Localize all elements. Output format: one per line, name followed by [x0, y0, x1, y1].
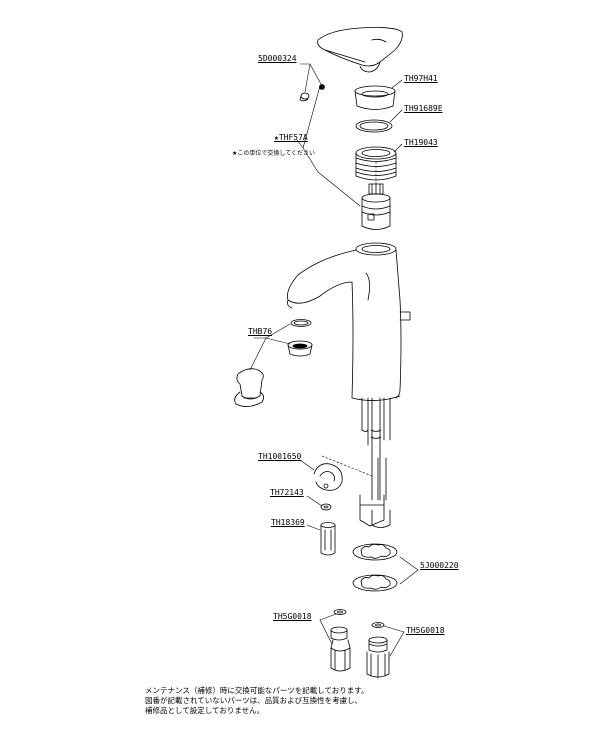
o-ring [355, 119, 393, 133]
clip [313, 463, 343, 491]
hose-fitting-left [330, 609, 351, 672]
part-label-th72143: TH72143 [270, 488, 304, 497]
set-screw [299, 84, 325, 102]
part-label-th5g0018-right: TH5G0018 [406, 626, 445, 635]
part-label-th5g0018-left: TH5G0018 [273, 612, 312, 621]
part-label-thf57a: ★THF57A [274, 133, 308, 142]
sleeve [320, 522, 336, 556]
part-label-th18369: TH18369 [271, 518, 305, 527]
replace-unit-note: ★この単位で交換してください [232, 150, 316, 157]
part-label-th91689e: TH91689E [404, 104, 443, 113]
part-label-th1001650: TH1001650 [258, 452, 302, 461]
gaskets [352, 543, 398, 592]
part-label-5j000220: 5J000220 [420, 561, 459, 570]
cover-cap [354, 85, 396, 110]
leader-lines [249, 63, 419, 657]
part-label-th19043: TH19043 [404, 138, 438, 147]
footer-note-line-3: 補修品として設定しておりません。 [145, 706, 265, 715]
aerator [287, 319, 313, 357]
part-label-th97h41: TH97H41 [404, 74, 438, 83]
faucet-body [287, 242, 411, 401]
part-label-thb76: THB76 [248, 327, 273, 336]
aerator-wrench [234, 368, 264, 407]
hose-fitting-right [366, 622, 390, 679]
lever-handle [317, 27, 403, 73]
footer-note-line-2: 図番が記載されていないパーツは、品質および互換性を考慮し、 [145, 696, 363, 705]
cartridge [361, 183, 391, 230]
hoses [359, 397, 391, 528]
small-washer [320, 503, 332, 511]
footer-note-line-1: メンテナンス（補修）時に交換可能なパーツを記載しております。 [145, 686, 369, 695]
part-label-5d000324: 5D000324 [258, 54, 297, 63]
